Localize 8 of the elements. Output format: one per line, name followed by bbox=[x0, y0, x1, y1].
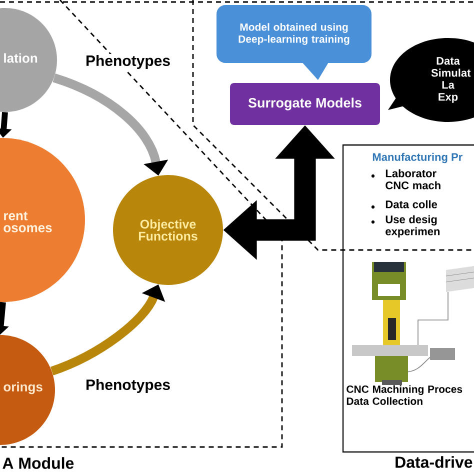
model-box: Surrogate Models bbox=[230, 83, 380, 125]
speech-bubble: Model obtained using Deep-learning training bbox=[216, 5, 372, 80]
circle-node: Objective Functions bbox=[113, 175, 223, 285]
process-box: Manufacturing Pr Laborator CNC mach Data colle Use desig experimen CNC Machining Proces Data Collection bbox=[342, 144, 474, 453]
edge-label: Phenotypes bbox=[84, 54, 172, 70]
section-title: A Module bbox=[2, 457, 74, 469]
speech-bubble: Data Simulat La Exp bbox=[388, 38, 474, 122]
edge-label: Phenotypes bbox=[84, 378, 172, 394]
